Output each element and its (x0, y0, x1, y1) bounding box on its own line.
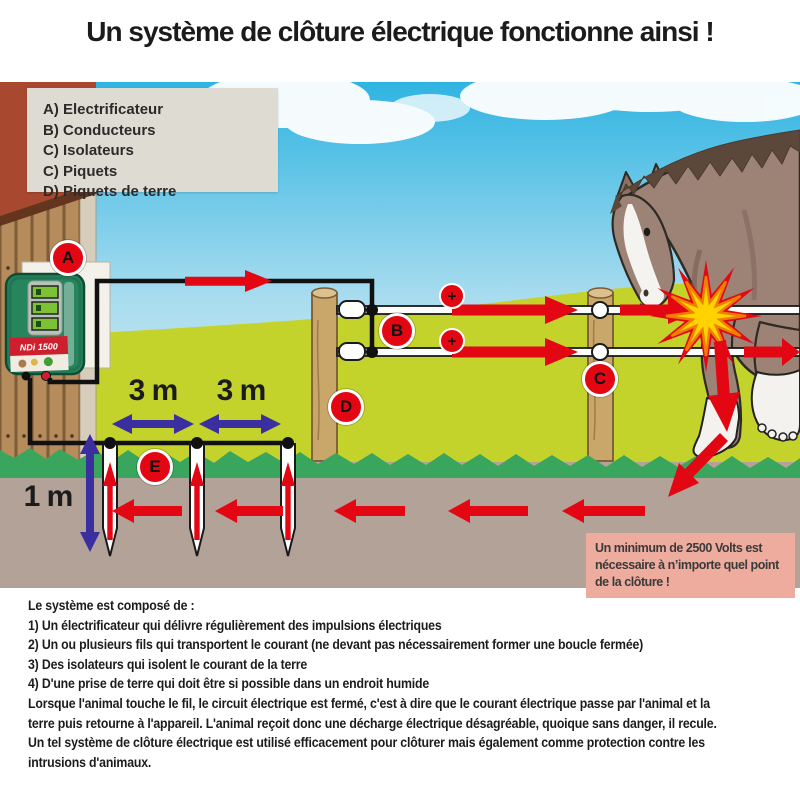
energizer-device: NDi 1500 (4, 272, 86, 381)
legend-item: C) Piquets (43, 162, 118, 180)
page-title: Un système de clôture électrique fonctio… (86, 16, 714, 47)
indicator-marks (36, 289, 41, 327)
description-paragraph: Un tel système de clôture électrique est… (28, 734, 705, 751)
energizer-model-text: NDi 1500 (20, 341, 58, 352)
insulator-ring-icon (591, 301, 609, 319)
insulator-icon (338, 300, 366, 319)
voltage-note: Un minimum de 2500 Volts est nécessaire … (586, 533, 795, 598)
current-arrow-icon (448, 499, 528, 523)
stake-spacing-label: 3 m (128, 374, 179, 407)
ground-stake-icon (189, 443, 205, 557)
description-item: 2) Un ou plusieurs fils qui transportent… (28, 636, 644, 653)
current-arrow-icon (452, 338, 578, 366)
current-arrow-icon (334, 499, 405, 523)
distance-arrow-icon (199, 414, 281, 434)
description-intro: Le système est composé de : (28, 597, 195, 613)
current-arrow-icon (744, 338, 800, 366)
description-item: 1) Un électrificateur qui délivre réguli… (28, 616, 442, 633)
earth-circuit (27, 378, 296, 557)
current-arrow-icon (112, 499, 182, 523)
legend-item: C) Isolateurs (43, 142, 134, 159)
badge-earth-stakes: E (137, 449, 173, 485)
ground-stake-icon (102, 443, 118, 557)
legend-item: B) Conducteurs (43, 121, 156, 139)
stake-spacing-label: 3 m (216, 374, 267, 407)
electric-fence-diagram: NDi 1500 (0, 0, 800, 588)
description-item: 4) D'une prise de terre qui doit être si… (28, 675, 430, 692)
description-paragraph: terre puis retourne à l'appareil. L'anim… (28, 714, 717, 731)
stake-depth-label: 1 m (23, 480, 74, 513)
current-arrow-icon (562, 499, 645, 523)
description-item: 3) Des isolateurs qui isolent le courant… (28, 655, 308, 672)
title-band (0, 0, 800, 82)
live-cable (47, 270, 375, 385)
insulator-icon (338, 342, 366, 361)
current-arrow-icon (452, 296, 578, 324)
depth-arrow-icon (80, 434, 100, 552)
current-arrow-icon (714, 340, 730, 400)
legend-item: A) Electrificateur (43, 101, 164, 118)
badge-posts: D (328, 389, 364, 425)
current-arrow-icon (685, 433, 728, 477)
current-arrow-icon (708, 392, 740, 432)
shock-path-arrows (668, 340, 740, 497)
ground-stake-icon (280, 443, 296, 557)
fence-post-icon (311, 287, 338, 462)
legend-item: D) Piquets de terre (43, 183, 177, 200)
badge-conductors: B (379, 313, 415, 349)
distance-arrow-icon (112, 414, 194, 434)
soil-return-arrows (112, 499, 645, 523)
description-paragraph: Lorsque l'animal touche le fil, le circu… (28, 694, 710, 711)
spark-icon (650, 260, 762, 372)
product-label: NDi 1500 (9, 335, 69, 373)
description-paragraph: intrusions d'animaux. (28, 753, 152, 770)
badge-energizer: A (50, 240, 86, 276)
system-description: Le système est composé de : 1) Un électr… (28, 596, 800, 772)
dimension-arrows (80, 414, 281, 552)
plus-polarity-icon: + (439, 328, 465, 354)
insulator-ring-icon (591, 343, 609, 361)
legend-box: A) Electrificateur B) Conducteurs C) Iso… (27, 88, 278, 200)
badge-insulators: C (582, 361, 618, 397)
indicator-windows (31, 285, 59, 331)
current-arrow-icon (215, 499, 283, 523)
current-arrow-icon (668, 463, 699, 497)
plus-polarity-icon: + (439, 283, 465, 309)
horse-illustration (610, 129, 800, 459)
current-arrow-icon (185, 270, 272, 292)
